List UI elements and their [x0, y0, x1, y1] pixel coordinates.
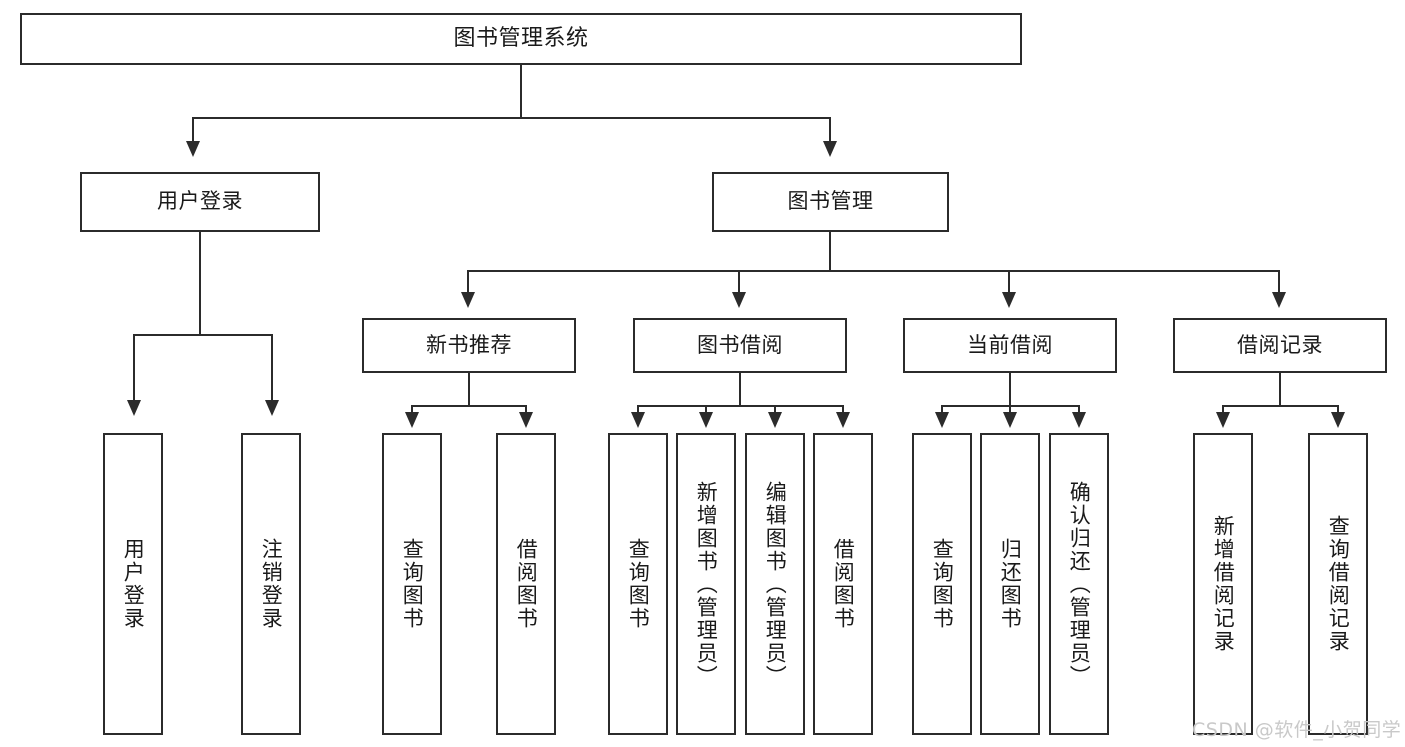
- node-user-login[interactable]: 用户登录: [80, 172, 320, 232]
- arrow-bb-to-leaf-2: [699, 412, 713, 428]
- node-book-borrow[interactable]: 图书借阅: [633, 318, 847, 373]
- node-label: 用户登录: [121, 538, 146, 630]
- connector-bm-to-book-borrow: [738, 270, 740, 304]
- connector-root-bus: [192, 117, 830, 119]
- arrow-br-to-leaf-2: [1331, 412, 1345, 428]
- connector-book-management-bus: [467, 270, 1280, 272]
- connector-book-borrow-bus: [637, 405, 843, 407]
- connector-bm-to-new-book: [467, 270, 469, 304]
- node-label: 借阅图书: [514, 538, 539, 630]
- leaf-current-borrow-return[interactable]: 归还图书: [980, 433, 1040, 735]
- arrow-bb-to-leaf-1: [631, 412, 645, 428]
- connector-borrow-record-stem: [1279, 373, 1281, 407]
- connector-user-login-to-leaf-2: [271, 334, 273, 410]
- node-label: 图书管理系统: [453, 25, 589, 51]
- arrow-bb-to-leaf-3: [768, 412, 782, 428]
- connector-bm-to-borrow-record: [1278, 270, 1280, 304]
- connector-user-login-bus: [133, 334, 273, 336]
- arrow-root-to-book-management: [823, 141, 837, 157]
- node-label: 查询借阅记录: [1326, 515, 1351, 653]
- arrow-bm-to-borrow-record: [1272, 292, 1286, 308]
- node-new-book-recommend[interactable]: 新书推荐: [362, 318, 576, 373]
- arrow-bm-to-current-borrow: [1002, 292, 1016, 308]
- node-label: 新增图书（管理员）: [694, 480, 719, 688]
- leaf-borrow-record-query[interactable]: 查询借阅记录: [1308, 433, 1368, 735]
- arrow-cb-to-leaf-3: [1072, 412, 1086, 428]
- connector-new-book-stem: [468, 373, 470, 407]
- leaf-book-borrow-query[interactable]: 查询图书: [608, 433, 668, 735]
- arrow-bb-to-leaf-4: [836, 412, 850, 428]
- node-label: 图书管理: [787, 189, 874, 214]
- arrow-root-to-user-login: [186, 141, 200, 157]
- arrow-new-book-to-leaf-1: [405, 412, 419, 428]
- node-label: 归还图书: [998, 538, 1023, 630]
- node-label: 当前借阅: [967, 332, 1053, 357]
- connector-user-login-to-leaf-1: [133, 334, 135, 410]
- node-root-library-management-system[interactable]: 图书管理系统: [20, 13, 1022, 65]
- node-label: 查询图书: [930, 538, 955, 630]
- connector-borrow-record-bus: [1222, 405, 1339, 407]
- node-label: 查询图书: [626, 538, 651, 630]
- node-label: 图书借阅: [697, 332, 783, 357]
- leaf-user-login-login[interactable]: 用户登录: [103, 433, 163, 735]
- node-borrow-record[interactable]: 借阅记录: [1173, 318, 1387, 373]
- connector-user-login-stem: [199, 232, 201, 336]
- node-label: 借阅图书: [831, 538, 856, 630]
- leaf-new-book-query[interactable]: 查询图书: [382, 433, 442, 735]
- arrow-new-book-to-leaf-2: [519, 412, 533, 428]
- connector-book-borrow-stem: [739, 373, 741, 407]
- node-label: 查询图书: [400, 538, 425, 630]
- node-current-borrow[interactable]: 当前借阅: [903, 318, 1117, 373]
- arrow-cb-to-leaf-1: [935, 412, 949, 428]
- node-label: 用户登录: [157, 189, 243, 214]
- leaf-new-book-borrow[interactable]: 借阅图书: [496, 433, 556, 735]
- leaf-current-borrow-confirm-return[interactable]: 确认归还（管理员）: [1049, 433, 1109, 735]
- arrow-user-login-to-leaf-2: [265, 400, 279, 416]
- arrow-bm-to-book-borrow: [732, 292, 746, 308]
- arrow-user-login-to-leaf-1: [127, 400, 141, 416]
- leaf-current-borrow-query[interactable]: 查询图书: [912, 433, 972, 735]
- node-label: 新书推荐: [426, 332, 512, 357]
- arrow-br-to-leaf-1: [1216, 412, 1230, 428]
- node-label: 新增借阅记录: [1211, 515, 1236, 653]
- connector-new-book-bus: [411, 405, 527, 407]
- node-label: 注销登录: [259, 538, 284, 630]
- leaf-book-borrow-add[interactable]: 新增图书（管理员）: [676, 433, 736, 735]
- connector-current-borrow-stem: [1009, 373, 1011, 407]
- connector-bm-to-current-borrow: [1008, 270, 1010, 304]
- connector-root-to-user-login: [192, 117, 194, 153]
- node-label: 编辑图书（管理员）: [763, 480, 788, 688]
- node-label: 借阅记录: [1237, 332, 1323, 357]
- connector-root-to-book-management: [829, 117, 831, 153]
- leaf-book-borrow-borrow[interactable]: 借阅图书: [813, 433, 873, 735]
- node-label: 确认归还（管理员）: [1067, 480, 1092, 688]
- connector-root-stem: [520, 65, 522, 117]
- leaf-book-borrow-edit[interactable]: 编辑图书（管理员）: [745, 433, 805, 735]
- node-book-management[interactable]: 图书管理: [712, 172, 949, 232]
- leaf-borrow-record-add[interactable]: 新增借阅记录: [1193, 433, 1253, 735]
- arrow-cb-to-leaf-2: [1003, 412, 1017, 428]
- leaf-user-login-logout[interactable]: 注销登录: [241, 433, 301, 735]
- arrow-bm-to-new-book: [461, 292, 475, 308]
- connector-book-management-stem: [829, 232, 831, 272]
